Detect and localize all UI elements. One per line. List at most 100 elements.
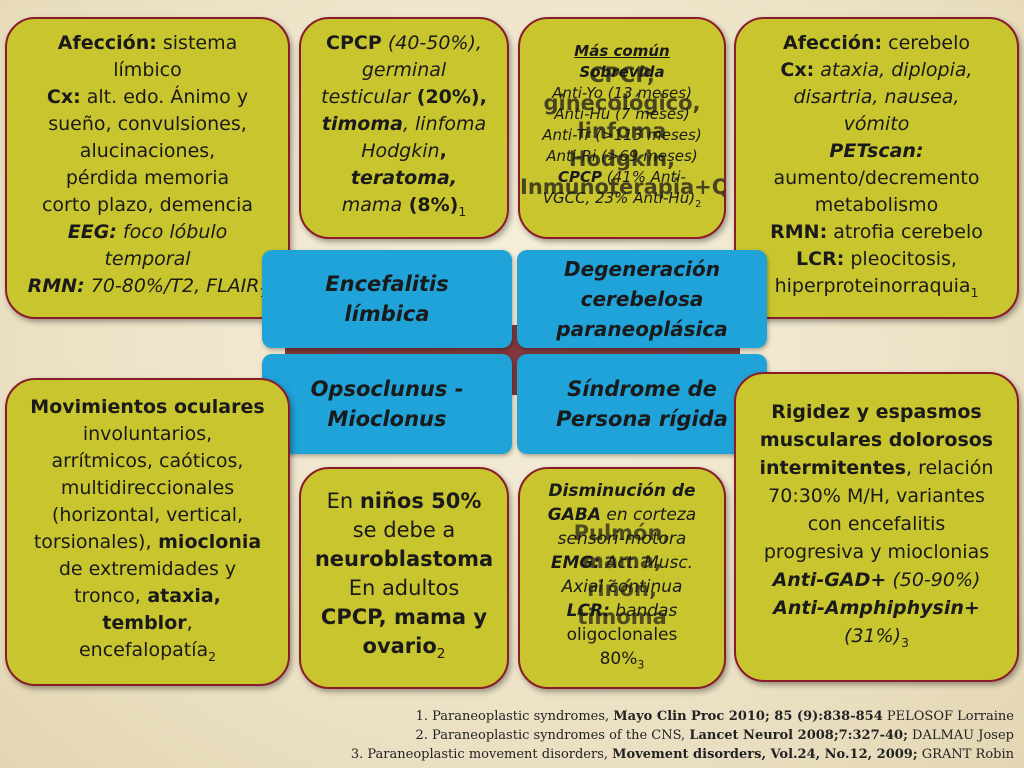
text-segment: hiperproteinorraquia	[774, 274, 971, 297]
text-segment: Anti-Amphiphysin+	[773, 596, 980, 619]
text-line: CPCP,	[589, 63, 655, 87]
text-segment: DALMAU Josep	[907, 728, 1014, 743]
text-segment: Anti-Ri (>69 meses)	[546, 147, 698, 165]
text-segment: ataxia, diplopia,	[814, 58, 973, 81]
text-line: tronco, ataxia,	[7, 583, 288, 610]
text-segment: corto plazo, demencia	[41, 193, 253, 216]
text-segment: Cx:	[46, 85, 81, 108]
text-segment: RMN:	[27, 274, 85, 297]
text-segment: neuroblastoma	[314, 546, 494, 571]
text-segment: de extremidades y	[58, 557, 237, 580]
text-line: linfoma	[577, 119, 667, 143]
text-segment: Act. Musc.	[600, 552, 694, 573]
text-segment: PETscan:	[829, 139, 924, 162]
text-line: 70:30% M/H, variantes	[736, 482, 1017, 510]
text-segment: EEG:	[67, 220, 117, 243]
text-segment: 80%	[599, 648, 638, 669]
text-segment: alt. edo. Ánimo y	[80, 85, 249, 108]
text-segment: CPCP	[558, 168, 603, 186]
text-line: Anti-Yo (13 meses)	[520, 83, 724, 104]
text-line: corto plazo, demencia	[7, 192, 288, 219]
text-line: Cx: ataxia, diplopia,	[736, 57, 1017, 84]
text-line: Anti-Hu (7 meses)	[520, 104, 724, 125]
text-line: con encefalitis	[736, 510, 1017, 538]
text-line: 80%3	[520, 647, 724, 677]
text-segment: teratoma,	[350, 167, 458, 190]
text-segment: , relación	[905, 456, 994, 479]
text-segment: PELOSOF Lorraine	[882, 709, 1014, 724]
text-segment: tronco,	[74, 584, 141, 607]
text-line: hiperproteinorraquia1	[736, 273, 1017, 307]
text-segment: (20%),	[410, 86, 487, 109]
text-line: timoma, linfoma	[301, 111, 507, 138]
text-line: musculares dolorosos	[736, 426, 1017, 454]
text-line: Rigidez y espasmos	[736, 398, 1017, 426]
text-line: ginecológico,	[543, 91, 701, 115]
text-line: En niños 50%	[301, 487, 507, 516]
text-line: Anti-Ri (>69 meses)	[520, 146, 724, 167]
text-line: Mioclonus	[327, 407, 447, 431]
text-line: mama,	[581, 549, 663, 573]
text-segment: , linfoma	[402, 113, 487, 136]
text-line: Más común	[520, 41, 724, 62]
opsoclonus-tumors: En niños 50%se debe a neuroblastoma En adu…	[299, 467, 509, 689]
text-line: En adultos	[301, 574, 507, 603]
text-line: límbica	[344, 302, 430, 326]
text-line: mama (8%)1	[301, 192, 507, 226]
text-line: PETscan:	[736, 138, 1017, 165]
text-segment: sueño, convulsiones,	[48, 112, 247, 135]
text-segment: 70:30% M/H, variantes	[768, 484, 985, 507]
text-segment: Anti-Yo (13 meses)	[552, 84, 692, 102]
text-line: Opsoclunus -	[310, 377, 464, 401]
text-line: temporal	[7, 246, 288, 273]
text-line: aumento/decremento	[736, 165, 1017, 192]
text-segment: alucinaciones,	[79, 139, 216, 162]
text-line: paraneoplásica	[556, 317, 728, 341]
text-line: límbico	[7, 57, 288, 84]
text-line: oligoclonales	[520, 623, 724, 647]
text-segment: vómito	[843, 112, 910, 135]
text-segment: Movement disorders, Vol.24, No.12, 2009;	[612, 747, 918, 762]
text-line: metabolismo	[736, 192, 1017, 219]
text-segment: se debe a	[352, 517, 456, 542]
text-line: VGCC, 23% Anti-Hu)2	[520, 188, 724, 215]
text-line: teratoma,	[301, 165, 507, 192]
text-segment: Cx:	[780, 58, 815, 81]
text-segment: cerebelo	[882, 31, 970, 54]
text-line: Síndrome de	[567, 377, 717, 401]
text-line: Afección: cerebelo	[736, 30, 1017, 57]
text-line: (31%)3	[736, 622, 1017, 657]
text-line: Anti-Tr (>113 meses)	[520, 125, 724, 146]
text-segment: aumento/decremento	[773, 166, 980, 189]
text-line: progresiva y mioclonias	[736, 538, 1017, 566]
text-line: disartria, nausea,	[736, 84, 1017, 111]
text-line: Afección: sistema	[7, 30, 288, 57]
text-segment: Hodgkin	[361, 140, 440, 163]
text-segment: mama	[341, 194, 403, 217]
stiff-person-tests-overlay: Pulmón,mama,riñón,timoma	[520, 519, 724, 631]
text-line: GABA en corteza	[520, 503, 724, 527]
text-segment: Sobrevida	[579, 63, 665, 81]
text-segment: bandas	[609, 600, 678, 621]
text-segment: GRANT Robin	[917, 747, 1014, 762]
text-segment: 3	[901, 635, 909, 650]
text-segment: EMG:	[550, 552, 601, 573]
text-line: riñón,	[587, 577, 657, 601]
text-segment: Axial continua	[561, 576, 683, 597]
text-line: 3. Paraneoplastic movement disorders, Mo…	[351, 745, 1014, 764]
text-segment: (31%)	[844, 624, 902, 647]
text-line: EEG: foco lóbulo	[7, 219, 288, 246]
text-segment: Afección:	[783, 31, 883, 54]
text-line: 1. Paraneoplastic syndromes, Mayo Clin P…	[351, 707, 1014, 726]
text-segment: Anti-Hu (7 meses)	[554, 105, 690, 123]
text-line: CPCP, mama y	[301, 603, 507, 632]
text-segment: encefalopatía	[78, 638, 209, 661]
